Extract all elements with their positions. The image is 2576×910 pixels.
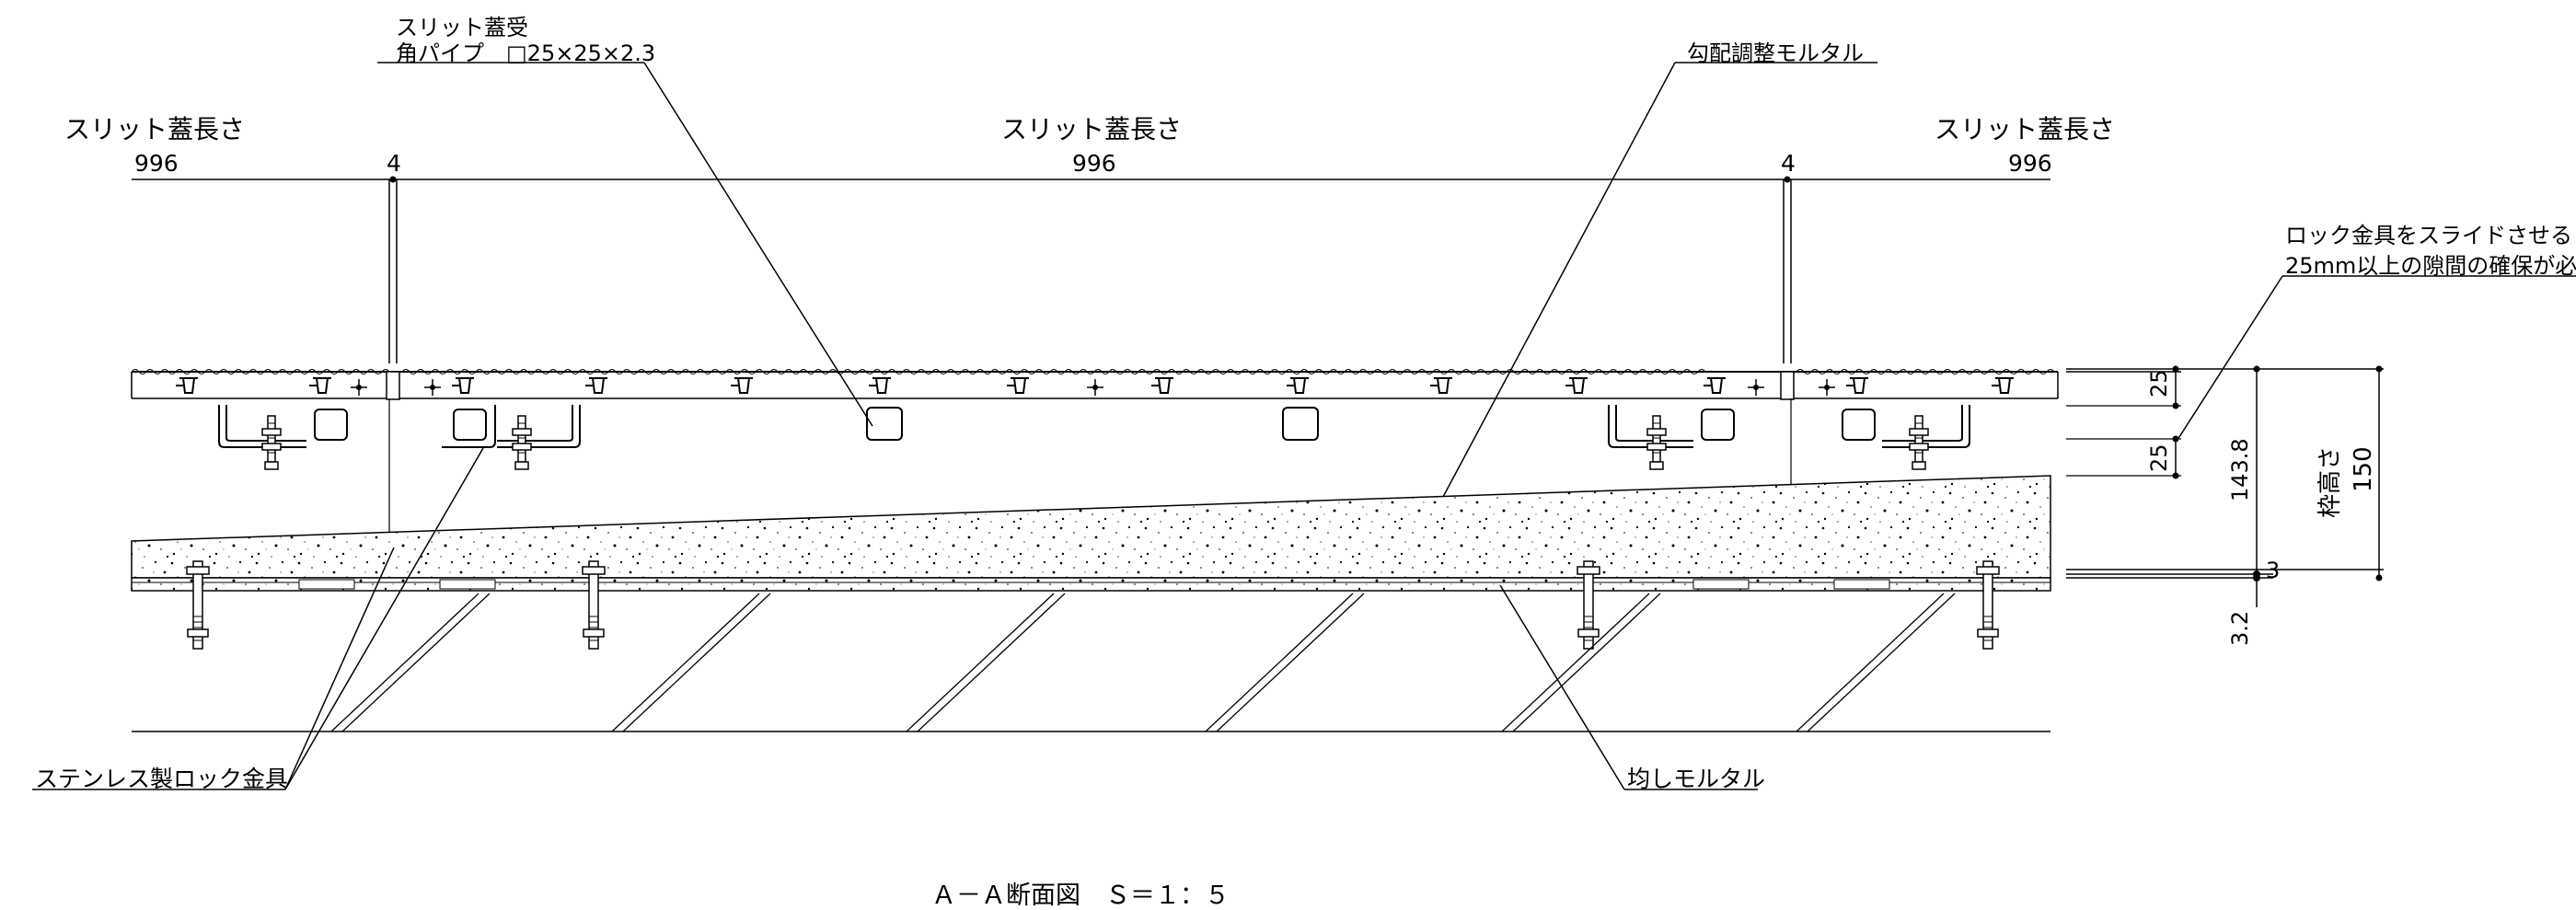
stainless-lock-brackets xyxy=(218,405,1970,470)
dim-25-lower: 25 xyxy=(2146,443,2172,472)
slit-receiver-label-2: 角パイプ □25×25×2.3 xyxy=(396,40,655,66)
slit-cover-grating xyxy=(131,369,2059,589)
frame-height-value: 150 xyxy=(2350,446,2377,492)
center-length-label: スリット蓋長さ xyxy=(1001,114,1182,144)
drawing-title: Ａ－Ａ断面図 Ｓ＝１：５ xyxy=(931,881,1230,910)
left-length-value: 996 xyxy=(134,150,179,177)
leader-lines xyxy=(32,62,2576,790)
gap-right-value: 4 xyxy=(1781,150,1796,177)
dim-3: 3 xyxy=(2266,558,2280,583)
top-dimension-line xyxy=(132,176,2050,363)
grating-bar-clips xyxy=(175,377,2015,397)
dim-25-upper: 25 xyxy=(2146,369,2172,397)
gap-left-value: 4 xyxy=(387,150,401,177)
slope-mortar-label: 勾配調整モルタル xyxy=(1687,40,1864,66)
lock-note-label-2: 25mm以上の隙間の確保が必要 xyxy=(2285,253,2576,279)
dim-3-2: 3.2 xyxy=(2227,611,2253,646)
concrete-hatch xyxy=(132,593,2050,732)
leveling-mortar xyxy=(131,577,2051,592)
stainless-lock-label: ステンレス製ロック金具 xyxy=(35,766,288,792)
left-length-label: スリット蓋長さ xyxy=(64,114,245,144)
center-length-value: 996 xyxy=(1072,150,1116,177)
dim-143-8: 143.8 xyxy=(2227,438,2253,501)
lock-note-label-1: ロック金具をスライドさせる xyxy=(2285,223,2572,248)
leveling-mortar-label: 均しモルタル xyxy=(1627,766,1765,792)
right-length-label: スリット蓋長さ xyxy=(1935,114,2115,144)
slit-receiver-label-1: スリット蓋受 xyxy=(396,15,528,40)
square-pipe-receivers xyxy=(314,407,1876,441)
right-length-value: 996 xyxy=(2008,150,2052,177)
right-dimensions xyxy=(2066,365,2384,607)
frame-height-label: 枠高さ xyxy=(2316,446,2344,518)
base-plates xyxy=(298,579,1890,590)
slope-adjust-mortar xyxy=(131,475,2051,579)
